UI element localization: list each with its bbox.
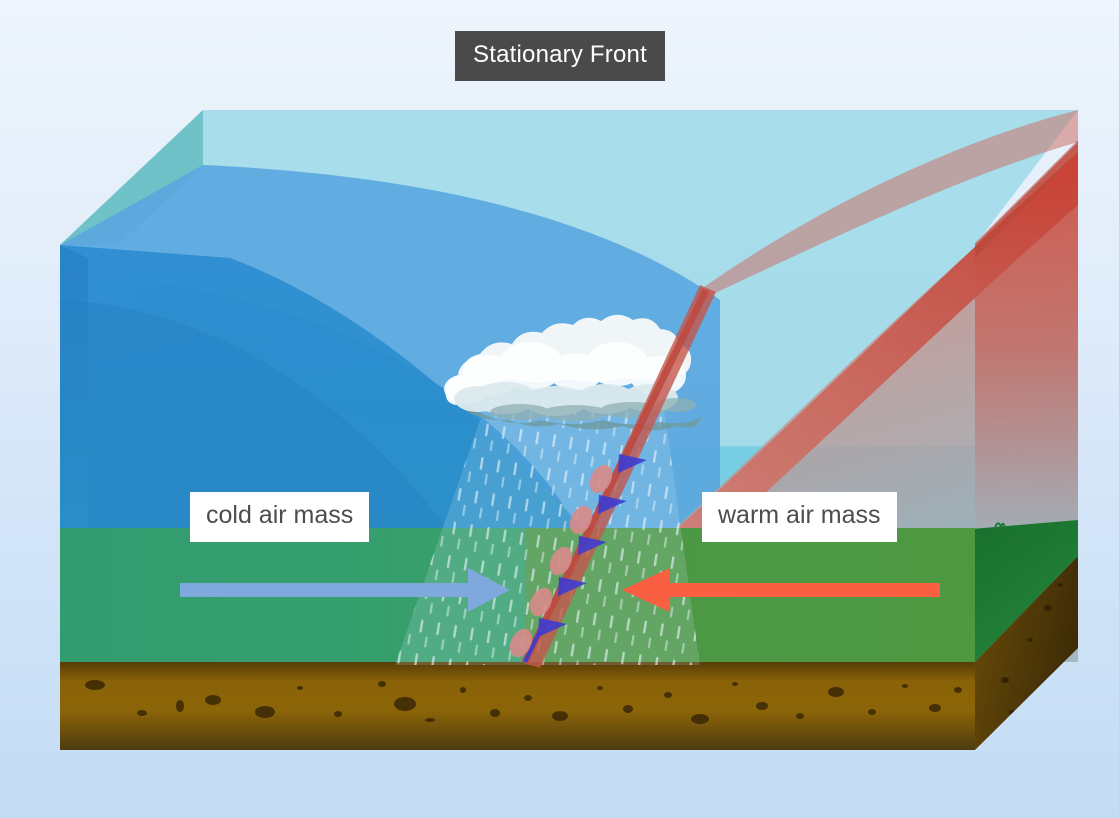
warm-top-bevel — [975, 140, 1078, 258]
cold-arrow-shaft — [180, 583, 476, 597]
front-line — [521, 288, 710, 664]
cold-arrow-head — [468, 568, 510, 612]
warm-dome-back — [700, 110, 1078, 300]
warm-arrow-shaft — [662, 583, 940, 597]
cold-air-arrow — [180, 568, 510, 612]
grass-tuft-icon — [994, 522, 1006, 531]
cold-air-mass-label: cold air mass — [190, 492, 370, 542]
front-line-core — [523, 630, 542, 663]
front-triangle-icon-group — [538, 453, 647, 638]
warm-air-mass-label: warm air mass — [702, 492, 897, 542]
grass-top-face-band — [960, 520, 1078, 662]
soil-front-face — [60, 662, 975, 750]
page-title: Stationary Front — [455, 31, 665, 81]
warm-arrow-head — [622, 568, 670, 612]
front-semicircle-icon-group — [509, 464, 613, 658]
soil-side-speckles — [1001, 583, 1063, 714]
soil-side-face — [975, 556, 1078, 750]
soil-speckles — [85, 680, 962, 724]
warm-air-arrow — [622, 568, 940, 612]
stationary-front-boundary — [509, 285, 716, 668]
